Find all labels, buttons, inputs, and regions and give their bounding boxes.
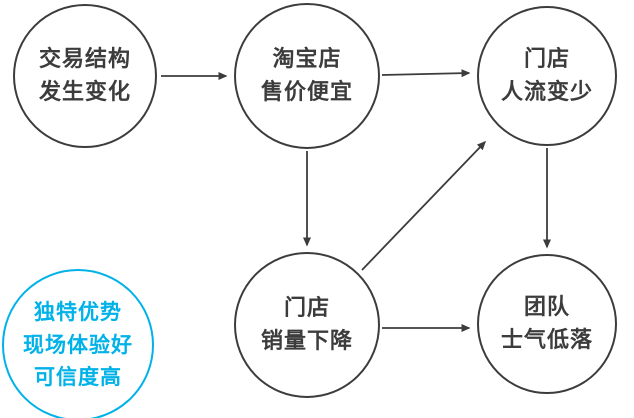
- node-label-line: 独特优势: [34, 300, 122, 325]
- node-label-line: 士气低落: [500, 328, 593, 353]
- node-label-line: 销量下降: [260, 329, 353, 354]
- node-team-morale-low: 团队 士气低落: [477, 254, 617, 394]
- node-label-line: 可信度高: [34, 365, 122, 390]
- node-label-line: 交易结构: [38, 47, 131, 72]
- node-label-line: 发生变化: [38, 80, 131, 105]
- node-taobao-store-cheaper: 淘宝店 售价便宜: [234, 3, 380, 149]
- node-label-line: 淘宝店: [272, 47, 342, 72]
- node-label-line: 门店: [523, 47, 570, 72]
- node-transaction-structure-change: 交易结构 发生变化: [13, 4, 157, 148]
- node-label-line: 门店: [283, 296, 330, 321]
- node-label-line: 团队: [523, 295, 570, 320]
- node-label-line: 人流变少: [500, 80, 593, 105]
- node-store-sales-decline: 门店 销量下降: [234, 252, 380, 398]
- node-label-line: 售价便宜: [260, 80, 353, 105]
- arrow-n5-n3: [361, 140, 487, 271]
- node-label-line: 现场体验好: [23, 332, 133, 357]
- arrow-n2-n3: [381, 69, 471, 78]
- node-store-traffic-decline: 门店 人流变少: [477, 6, 617, 146]
- node-unique-advantages: 独特优势 现场体验好 可信度高: [2, 269, 154, 418]
